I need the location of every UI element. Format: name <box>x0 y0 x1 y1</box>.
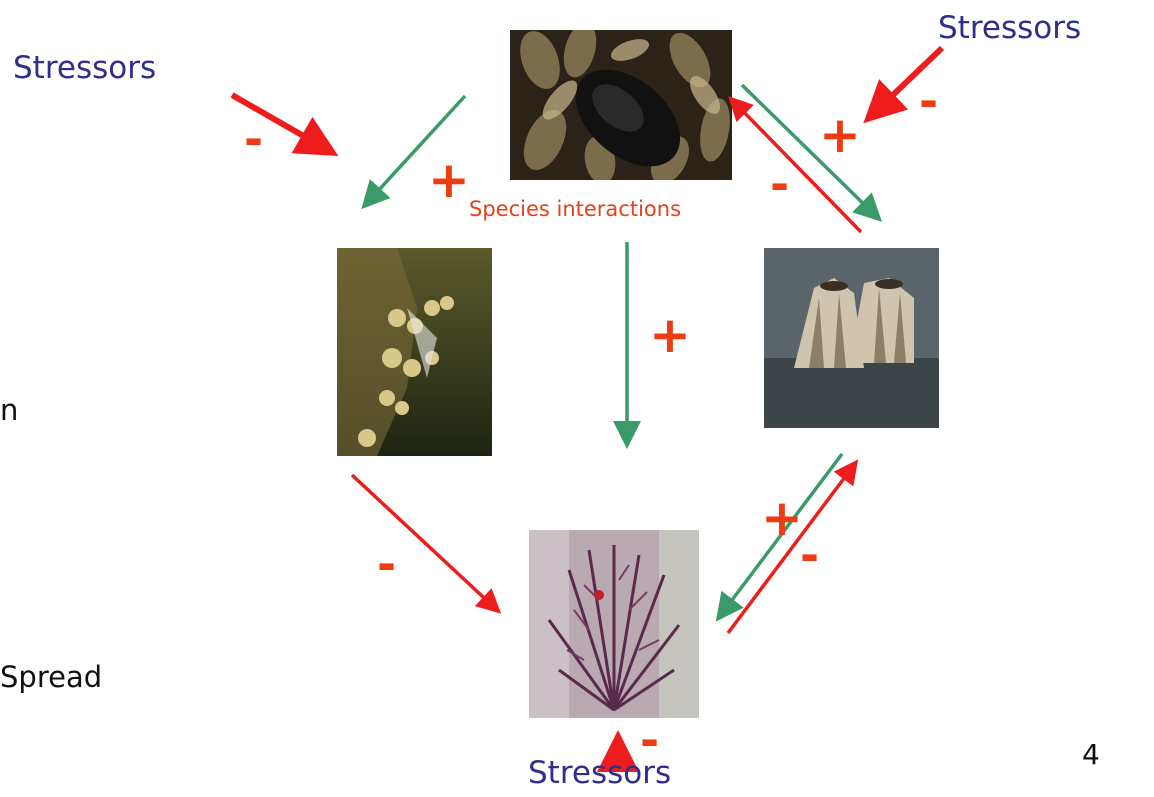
plus-sign-barnacle-algae: + <box>761 493 803 543</box>
minus-sign-stressor-left: - <box>244 116 263 162</box>
page-number: 4 <box>1082 738 1100 771</box>
minus-sign-barnacle-mussel: - <box>770 161 789 207</box>
stressors-label-left: Stressors <box>13 50 156 86</box>
minus-sign-tunicate-algae: - <box>377 541 396 587</box>
minus-sign-algae-barnacle: - <box>800 532 819 578</box>
plus-sign-mussel-algae: + <box>649 310 691 360</box>
partial-text-line-b: Spread <box>0 660 102 694</box>
plus-sign-stressor-right: + <box>819 110 861 160</box>
stressors-label-right: Stressors <box>938 10 1081 46</box>
species-interactions-label: Species interactions <box>469 197 681 221</box>
plus-sign-mussel-tunicate: + <box>428 155 470 205</box>
partial-text-line-a: n <box>0 393 18 427</box>
minus-sign-stressor-bottom: - <box>640 717 659 763</box>
minus-sign-stressor-right: - <box>919 78 938 124</box>
arrow-tunicate-to-algae <box>352 475 496 609</box>
